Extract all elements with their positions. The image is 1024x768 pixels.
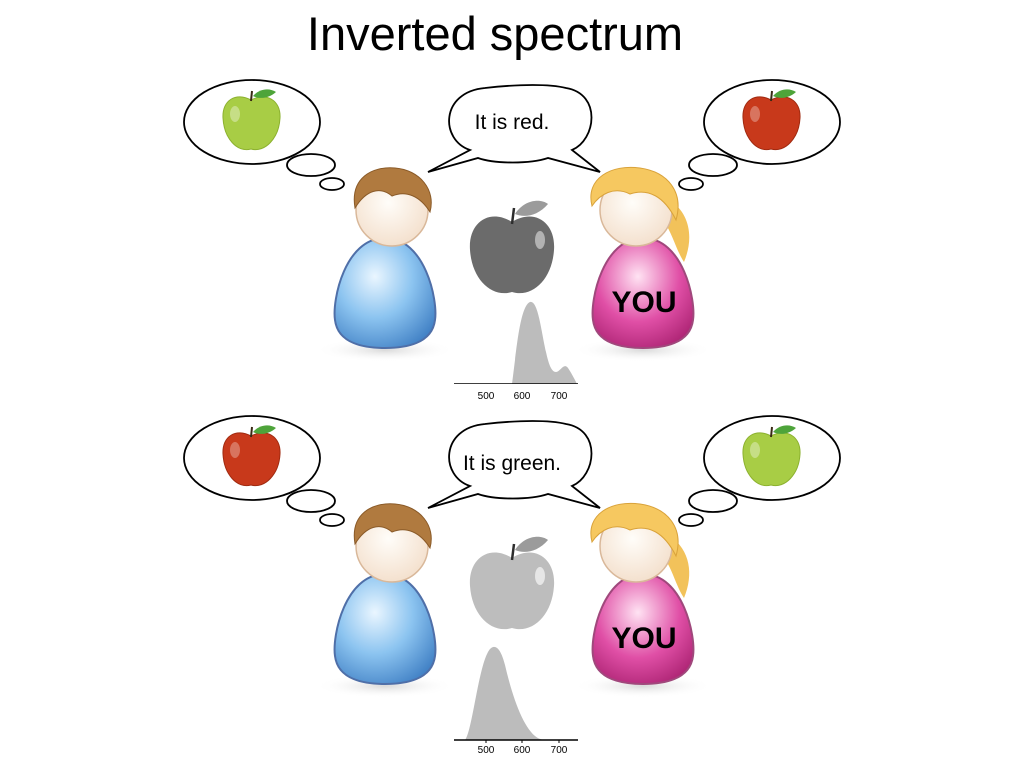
- left-thought-bubble: [183, 79, 345, 191]
- boy-figure: [315, 167, 455, 362]
- speech-bubble: [427, 84, 601, 173]
- spectrum-tick: 700: [550, 745, 568, 756]
- spectrum-plot: [454, 301, 578, 384]
- scene-bottom: It is green. YOU 500 600 700: [0, 340, 1024, 756]
- boy-figure: [315, 503, 455, 698]
- dark-gray-apple-icon: [469, 200, 555, 294]
- spectrum-tick: 500: [477, 391, 495, 402]
- right-thought-bubble: [678, 415, 841, 527]
- girl-figure: [573, 502, 713, 698]
- scene-bottom-drawing: [183, 415, 841, 743]
- spectrum-tick: 500: [477, 745, 495, 756]
- red-apple-icon: [742, 89, 801, 151]
- spectrum-tick: 600: [513, 391, 531, 402]
- speech-text: It is green.: [462, 452, 562, 475]
- right-thought-bubble: [678, 79, 841, 191]
- girl-figure: [573, 166, 713, 362]
- spectrum-tick: 700: [550, 391, 568, 402]
- green-apple-icon: [222, 89, 281, 151]
- green-apple-icon: [742, 425, 801, 487]
- light-gray-apple-icon: [469, 536, 555, 630]
- you-label: YOU: [611, 622, 677, 655]
- speech-text: It is red.: [474, 111, 550, 134]
- you-label: YOU: [611, 286, 677, 319]
- spectrum-tick: 600: [513, 745, 531, 756]
- speech-bubble: [427, 420, 601, 509]
- scene-top-drawing: [183, 79, 841, 384]
- red-apple-icon: [222, 425, 281, 487]
- slide-title: Inverted spectrum: [306, 7, 684, 60]
- left-thought-bubble: [183, 415, 345, 527]
- spectrum-plot: [454, 646, 578, 743]
- scene-top: It is red. YOU 500 600 700: [183, 79, 841, 402]
